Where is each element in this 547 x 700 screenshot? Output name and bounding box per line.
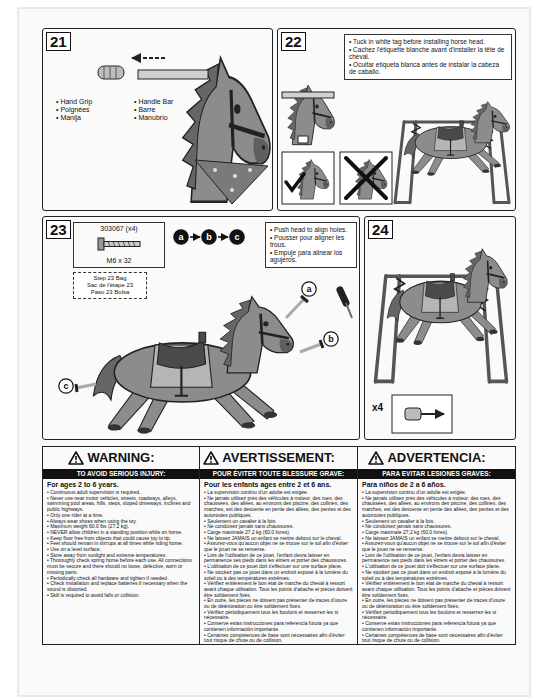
warning-icon (203, 451, 219, 465)
sequence-circle: a (173, 229, 189, 245)
warning-column: ADVERTENCIA:PARA EVITAR LESIONES GRAVES:… (357, 446, 516, 645)
warning-bullet: • Ne stockez pas ce jouet dans un endroi… (358, 570, 515, 581)
sequence-arrow (190, 236, 200, 238)
warning-bullet: • En outre, les pièces ne doivent pas pr… (200, 598, 357, 609)
step-24-art (375, 249, 507, 433)
sequence-letter: c (234, 232, 239, 242)
warning-bullet: • Assurez-vous qu'aucun objet ne se trou… (358, 541, 515, 552)
instruction-text: • Empuje para alinear los agujeros. (270, 249, 352, 264)
paper-sheet (18, 8, 530, 696)
warning-bullet: • Vérifiez périodiquement tous les boulo… (200, 610, 357, 621)
warning-bullet: • Certaines compétences de base sont néc… (200, 633, 357, 644)
warning-bullet: • Vérifiez entièrement le bon état de ma… (200, 581, 357, 598)
instruction-note: • Tuck in white tag before installing ho… (344, 34, 512, 80)
instruction-text: • Push head to align holes. (270, 226, 352, 234)
warning-bullet: • Ne jamais utilisez près des véhicules … (358, 496, 515, 519)
warning-icon (368, 451, 384, 465)
callout-circle: b (323, 331, 339, 347)
parts-bag: Step 23 BagSac de l'étape 23Paso 23 Bols… (73, 272, 147, 299)
age-range: Pour les enfants ages entre 2 et 6 ans. (200, 479, 357, 490)
instruction-text: • Cachez l'étiquette blanche avant d'ins… (349, 46, 507, 61)
bag-label: Step 23 Bag (77, 275, 143, 282)
warning-bullet: • Check installation and replace batteri… (43, 581, 199, 592)
warning-heading: WARNING: (87, 447, 154, 469)
callout-letter: c (63, 381, 68, 391)
age-range: Para niños de 2 a 6 años. (358, 479, 515, 490)
warning-bullet: • En outre, les pièces ne doivent pas pr… (358, 598, 515, 609)
warning-bullet: • Lors de l'utilisation de ce jouet, l'e… (200, 553, 357, 564)
warning-bullet: • Conserve estas instrucciones para refe… (200, 621, 357, 632)
warning-bullet: • Never use near motor vehicles, streets… (43, 496, 199, 513)
quantity-label: x4 (372, 402, 383, 413)
sequence-letter: b (206, 232, 212, 242)
callout-circle: a (301, 281, 317, 297)
warning-bullet: • Conserve estas instrucciones para refe… (358, 621, 515, 632)
callout-letter: b (328, 334, 334, 344)
warning-bullet: • Assurez-vous qu'aucun objet ne se trou… (200, 541, 357, 552)
sequence-letter: a (178, 232, 183, 242)
warning-bullet: • Certaines compétences de base sont néc… (358, 633, 515, 644)
warning-subheading: POUR ÉVITER TOUTE BLESSURE GRAVE: (200, 469, 357, 479)
step-number: 21 (46, 32, 71, 51)
part-label: • Barre (134, 106, 156, 114)
warning-subheading: PARA EVITAR LESIONES GRAVES: (358, 469, 515, 479)
warning-bullet: • Ne stockez pas ce jouet dans un endroi… (200, 570, 357, 581)
warning-icon (68, 451, 84, 465)
warning-column: WARNING:TO AVOID SERIOUS INJURY:For ages… (42, 446, 200, 645)
warning-bullet: • Lors de l'utilisation de ce jouet, l'e… (358, 553, 515, 564)
warning-bullet: • Vérifiez entièrement le bon état de ma… (358, 581, 515, 598)
part-label: • Handle Bar (134, 98, 173, 106)
step-panel: 24 (364, 216, 516, 440)
warning-subheading: TO AVOID SERIOUS INJURY: (43, 469, 199, 479)
bag-label: Sac de l'étape 23 (77, 282, 143, 289)
warning-heading: AVERTISSEMENT: (222, 447, 334, 469)
part-label: • Hand Grip (56, 98, 92, 106)
instruction-text: • Tuck in white tag before installing ho… (349, 38, 507, 46)
bag-label: Paso 23 Bolsa (77, 289, 143, 296)
instruction-text: • Ocultar etiqueta blanca antes de insta… (349, 61, 507, 76)
step-21-art (98, 58, 270, 204)
sequence-arrow (218, 236, 228, 238)
callout-letter: a (306, 284, 311, 294)
warning-bullet: • Ne jamais utilisez près des véhicules … (200, 496, 357, 519)
sequence-circle: c (229, 229, 245, 245)
instruction-note: • Push head to align holes.• Pousser pou… (265, 222, 357, 268)
warning-column: AVERTISSEMENT:POUR ÉVITER TOUTE BLESSURE… (199, 446, 358, 645)
step-number: 23 (46, 220, 71, 239)
part-label: • Manija (56, 114, 81, 122)
age-range: For ages 2 to 6 years. (43, 479, 199, 490)
sequence-circle: b (201, 229, 217, 245)
part-number: 303067 (x4) (100, 225, 137, 233)
callout-circle: c (58, 378, 74, 394)
step-panel: 22 • Tuck in white tag before installing … (277, 28, 516, 211)
step-number: 24 (368, 220, 393, 239)
warning-heading: ADVERTENCIA: (387, 447, 485, 469)
step-22-art (282, 85, 510, 204)
warning-bullet: • Skill is required to avoid falls or co… (43, 593, 199, 599)
step-number: 22 (281, 32, 306, 51)
warning-bullet: • Thoroughly check spring horse before e… (43, 558, 199, 575)
hardware-box: 303067 (x4) M6 x 32 (73, 222, 165, 268)
part-label: • Manubrio (134, 114, 168, 122)
warning-bullet: • Vérifiez périodiquement tous les boulo… (358, 610, 515, 621)
screw-size: M6 x 32 (107, 257, 132, 265)
step-panel: 23 303067 (x4) M6 x 32 Step 23 BagSac de l'… (42, 216, 360, 440)
instruction-text: • Pousser pour aligner les trous. (270, 234, 352, 249)
part-label: • Poignées (56, 106, 90, 114)
